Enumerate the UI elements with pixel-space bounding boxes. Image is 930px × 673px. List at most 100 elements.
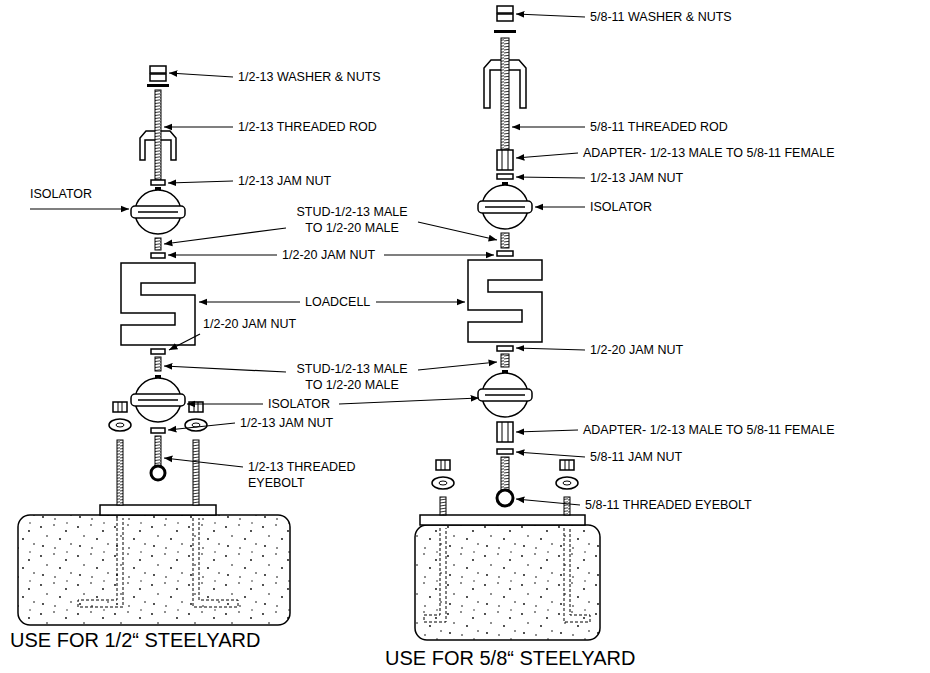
leader-arrow	[418, 222, 497, 240]
washer-and-nuts	[150, 74, 166, 81]
part-label: 5/8-11 JAM NUT	[590, 449, 682, 465]
part-label: ISOLATOR	[30, 186, 92, 202]
stud	[155, 238, 161, 250]
eyebolt	[497, 457, 513, 506]
washer-and-nuts	[147, 84, 169, 87]
leader-arrow	[516, 348, 585, 350]
leader-arrow	[168, 254, 277, 255]
adapter	[508, 150, 509, 170]
leader-arrow	[535, 206, 585, 207]
eyebolt	[497, 490, 513, 506]
stud	[501, 233, 509, 248]
anchor-bolt	[117, 440, 123, 505]
stud	[155, 357, 161, 371]
jam-nut	[497, 449, 513, 454]
isolator	[131, 187, 185, 234]
isolator	[478, 182, 532, 229]
leader-arrow	[164, 126, 233, 127]
concrete-base	[193, 518, 238, 607]
concrete-base	[18, 515, 290, 625]
part-label: 1/2-13 JAM NUT	[590, 170, 683, 186]
threaded-rod	[155, 90, 161, 180]
leader-arrow	[169, 73, 233, 77]
leader-arrow	[512, 126, 585, 127]
washer-and-nuts	[497, 14, 513, 21]
eyebolt	[151, 436, 165, 480]
part-label: STUD-1/2-13 MALE TO 1/2-20 MALE	[291, 204, 413, 236]
adapter	[497, 422, 513, 442]
isolator	[478, 370, 532, 417]
washer-and-nuts	[497, 6, 513, 13]
leader-arrow	[516, 177, 585, 178]
part-label: 1/2-13 JAM NUT	[238, 173, 331, 189]
part-label: LOADCELL	[305, 294, 370, 310]
part-label: STUD-1/2-13 MALE TO 1/2-20 MALE	[291, 361, 413, 393]
jam-nut	[151, 253, 165, 258]
adapter	[508, 422, 509, 442]
adapter	[502, 150, 503, 170]
concrete-base	[78, 518, 123, 607]
eyebolt	[155, 436, 161, 466]
leader-arrow	[187, 403, 263, 404]
leader-arrow	[164, 366, 286, 372]
jam-nut	[151, 428, 165, 433]
jam-nut	[497, 174, 513, 179]
stud	[501, 354, 509, 367]
base-plate	[100, 505, 216, 515]
threaded-rod	[501, 38, 509, 150]
washer-and-nuts	[150, 66, 166, 73]
part-label: ISOLATOR	[268, 396, 330, 412]
threaded-rod	[501, 38, 509, 150]
base-plate	[420, 515, 585, 525]
anchor-bolt	[432, 460, 454, 489]
loadcell	[121, 263, 195, 345]
leader-arrow	[339, 398, 479, 404]
leader-arrow	[164, 458, 243, 467]
part-label: 1/2-20 JAM NUT	[203, 316, 296, 332]
part-label: 5/8-11 WASHER & NUTS	[590, 9, 732, 25]
loadcell	[121, 263, 195, 345]
anchor-bolt	[556, 460, 578, 489]
loadcell	[468, 260, 542, 342]
part-label: 5/8-11 THREADED EYEBOLT	[585, 497, 752, 513]
part-label: 5/8-11 THREADED ROD	[590, 119, 728, 135]
leader-arrow	[30, 14, 585, 505]
leader-arrow	[516, 153, 578, 158]
part-label: 1/2-13 THREADED EYEBOLT	[248, 459, 366, 491]
washer-and-nuts	[494, 6, 516, 33]
adapter	[502, 422, 503, 442]
leader-arrow	[169, 334, 200, 350]
loadcell	[468, 260, 542, 342]
adapter	[497, 150, 513, 170]
concrete-base	[415, 525, 600, 640]
base-plate	[420, 515, 585, 525]
part-label: 1/2-13 JAM NUT	[240, 415, 333, 431]
anchor-bolt	[564, 497, 570, 515]
anchor-bolt	[193, 440, 199, 505]
assembly-caption: USE FOR 1/2“ STEELYARD	[10, 628, 260, 652]
anchor-bolt	[109, 402, 131, 431]
assembly-caption: USE FOR 5/8“ STEELYARD	[385, 646, 635, 670]
part-label: 1/2-20 JAM NUT	[282, 247, 375, 263]
threaded-rod	[155, 90, 161, 180]
leader-arrow	[418, 362, 497, 370]
concrete-base	[564, 528, 590, 622]
jam-nut	[497, 251, 513, 256]
part-label: ADAPTER- 1/2-13 MALE TO 5/8-11 FEMALE	[583, 422, 834, 438]
washer-and-nuts	[147, 66, 169, 87]
concrete-base	[424, 528, 446, 622]
leader-arrow	[199, 301, 300, 302]
part-label: 1/2-20 JAM NUT	[590, 342, 683, 358]
leader-arrow	[376, 301, 465, 302]
jam-nut	[151, 180, 165, 185]
leader-arrow	[516, 452, 585, 457]
jam-nut	[497, 346, 513, 351]
concrete-base	[415, 525, 600, 640]
base-plate	[100, 505, 216, 515]
concrete-base	[18, 515, 290, 625]
isolator	[131, 375, 185, 422]
leader-arrow	[516, 430, 578, 432]
jam-nut	[151, 349, 165, 354]
